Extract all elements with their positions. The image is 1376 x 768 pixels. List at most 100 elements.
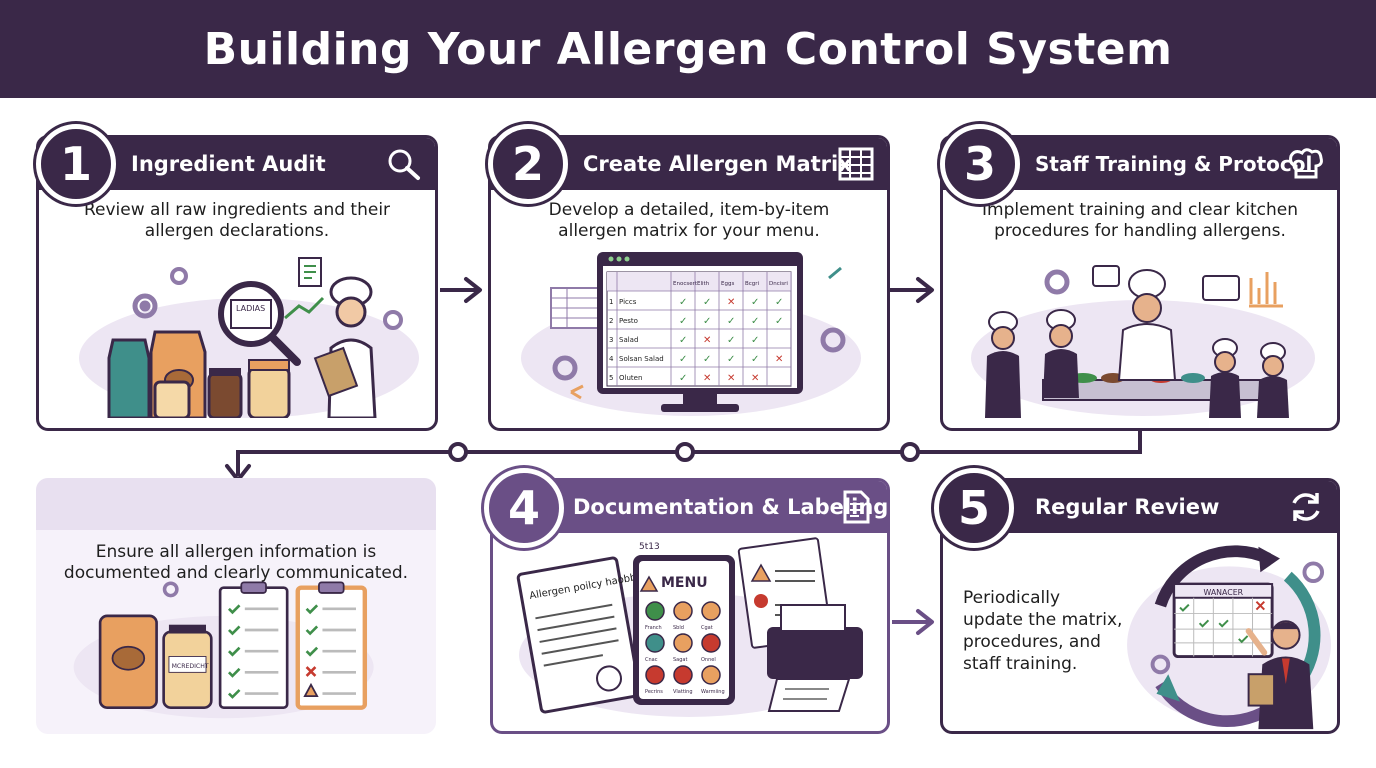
matrix-row-name: Salad [619, 336, 638, 344]
calendar-label: WANACER [1204, 588, 1244, 597]
table-grid-icon [838, 147, 874, 181]
matrix-cell-mark: ✓ [703, 354, 711, 365]
gear-icon [1044, 269, 1070, 295]
matrix-cell-mark: ✓ [727, 354, 735, 365]
step-4-description: Ensure all allergen information is docum… [63, 542, 409, 583]
allergen-symbol-icon [701, 633, 721, 653]
matrix-cell-mark: ✓ [679, 335, 687, 346]
matrix-cell-mark: ✓ [679, 373, 687, 384]
documentation-summary-band [36, 478, 436, 530]
step-3-description: Implement training and clear kitchen pro… [982, 200, 1298, 241]
matrix-cell-mark: ✓ [703, 316, 711, 327]
step-2-description: Develop a detailed, item-by-item allerge… [548, 200, 830, 241]
matrix-cell-mark: ✓ [751, 354, 759, 365]
matrix-cell-mark: ✓ [679, 354, 687, 365]
matrix-cell-mark: ✓ [775, 297, 783, 308]
matrix-row-number: 1 [609, 298, 613, 306]
matrix-cell-mark: ✕ [727, 373, 735, 384]
menu-item-label: Sagat [673, 657, 687, 663]
regular-review-illustration: WANACER [1127, 545, 1331, 730]
magnifier-icon [388, 149, 420, 180]
step-1-illustration-label: LADIAS [236, 304, 265, 313]
gear-icon [552, 355, 578, 381]
menu-item-label: Onnel [701, 657, 716, 663]
gear-icon [170, 267, 188, 285]
chef-hat-icon [1289, 148, 1323, 179]
matrix-header-cell: Enocsert [673, 281, 698, 287]
step-1-description: Review all raw ingredients and their all… [83, 200, 391, 241]
step-2-title: Create Allergen Matrix [583, 152, 852, 176]
menu-item-label: Franch [645, 625, 662, 631]
matrix-cell-mark: ✓ [727, 335, 735, 346]
matrix-header-cell: Bcgri [745, 281, 760, 287]
matrix-cell-mark: ✕ [727, 297, 735, 308]
step-4-badge: 4 [484, 468, 564, 548]
step-1-title: Ingredient Audit [131, 152, 326, 176]
matrix-cell-mark: ✓ [751, 316, 759, 327]
matrix-row-name: Solsan Salad [619, 355, 664, 363]
allergen-symbol-icon [701, 601, 721, 621]
matrix-cell-mark: ✓ [751, 335, 759, 346]
step-3-badge: 3 [940, 124, 1020, 204]
step-card-5: Regular Review Periodically update the m… [940, 478, 1340, 734]
matrix-cell-mark: ✕ [751, 373, 759, 384]
step-3-title: Staff Training & Protocol [1035, 152, 1313, 176]
matrix-header-cell: Elith [697, 281, 710, 287]
matrix-row-name: Oluten [619, 374, 642, 382]
step-5-description: Periodically update the matrix, procedur… [963, 588, 1123, 674]
gear-icon [1302, 561, 1325, 584]
matrix-row-number: 2 [609, 317, 613, 325]
matrix-header-cell: Eggs [721, 281, 734, 287]
header-banner: Building Your Allergen Control System [0, 0, 1376, 98]
matrix-cell-mark: ✕ [775, 354, 783, 365]
matrix-cell-mark: ✕ [703, 335, 711, 346]
gear-icon [162, 581, 179, 598]
staff-training-illustration [971, 265, 1315, 418]
matrix-cell-mark: ✓ [775, 316, 783, 327]
gear-icon [383, 310, 403, 330]
step-4-title: Documentation & Labeling [573, 495, 889, 519]
menu-item-label: Vlatting [673, 689, 693, 695]
matrix-cell-mark: ✓ [751, 297, 759, 308]
matrix-row-number: 4 [609, 355, 614, 363]
menu-title: MENU [661, 575, 708, 591]
step-5-badge: 5 [934, 468, 1014, 548]
matrix-row-name: Pesto [619, 317, 638, 325]
page-title: Building Your Allergen Control System [203, 23, 1173, 75]
allergen-symbol-icon [645, 665, 665, 685]
allergen-symbol-icon [645, 601, 665, 621]
menu-code: 5t13 [639, 542, 660, 552]
step-1-badge: 1 [36, 124, 116, 204]
matrix-cell-mark: ✓ [679, 316, 687, 327]
allergen-symbol-icon [701, 665, 721, 685]
step-card-4: Documentation & Labeling Allergen poilcy… [490, 478, 890, 734]
allergen-symbol-icon [673, 633, 693, 653]
gear-icon [820, 327, 846, 353]
menu-item-label: Pecrins [645, 689, 663, 695]
matrix-row-number: 5 [609, 374, 613, 382]
matrix-cell-mark: ✓ [703, 297, 711, 308]
documentation-items-illustration: MCREDICHT [73, 581, 374, 719]
allergen-symbol-icon [673, 665, 693, 685]
documentation-summary-card: Ensure all allergen information is docum… [36, 478, 436, 734]
matrix-row-number: 3 [609, 336, 613, 344]
document-icon [843, 490, 870, 524]
menu-item-label: Cnac [645, 657, 658, 663]
allergen-symbol-icon [673, 601, 693, 621]
matrix-header-cell: Dncisri [769, 281, 788, 287]
menu-item-label: Sbld [673, 625, 684, 631]
step-2-badge: 2 [488, 124, 568, 204]
step-5-title: Regular Review [1035, 495, 1220, 519]
refresh-cycle-icon [1292, 493, 1320, 521]
ingredient-audit-illustration: LADIAS [79, 257, 419, 418]
documentation-labeling-illustration: Allergen poilcy haobbook MENU 5t13 Franc… [516, 537, 863, 717]
allergen-symbol-icon [645, 633, 665, 653]
menu-item-label: Cgat [701, 625, 713, 631]
matrix-cell-mark: ✕ [703, 373, 711, 384]
jar-label: MCREDICHT [172, 663, 209, 670]
matrix-cell-mark: ✓ [679, 297, 687, 308]
menu-item-label: Warmiing [701, 689, 725, 695]
